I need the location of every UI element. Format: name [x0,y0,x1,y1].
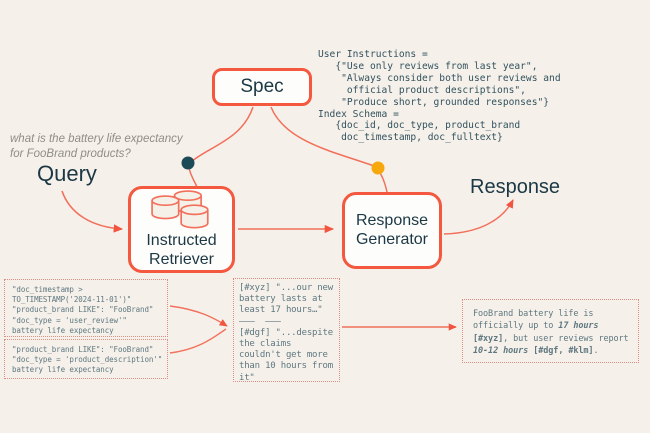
query-label: Query [37,161,97,186]
spec-details-code: User Instructions = {"Use only reviews f… [318,49,561,144]
retrieval-query-box-1: "doc_timestamp > TO_TIMESTAMP('2024-11-0… [4,279,168,337]
query1-to-docs-arrow [169,305,228,327]
generator-connector-dot [371,161,385,175]
query-hint-text: what is the battery life expectancy for … [10,133,183,160]
spec-to-retriever-curve [188,106,254,188]
spec-box: Spec [212,68,312,106]
generator-to-response-arrow [443,199,514,235]
spec-label: Spec [240,75,284,97]
query2-to-docs-curve [169,328,227,354]
response-generator-box: Response Generator [342,192,442,269]
query-to-retriever-arrow [61,190,124,233]
database-icon [150,190,209,229]
retriever-connector-dot [181,156,195,170]
retriever-label: Instructed Retriever [146,232,217,269]
final-response-box: FooBrand battery life is officially up t… [462,299,639,363]
retrieved-docs-box: [#xyz] "...our new battery lasts at leas… [233,278,340,383]
response-label: Response [470,176,561,198]
retrieval-query-box-2: "product_brand LIKE": "FooBrand" "doc_ty… [4,339,168,379]
generator-label: Response Generator [355,211,429,248]
instructed-retriever-box: Instructed Retriever [128,186,235,273]
